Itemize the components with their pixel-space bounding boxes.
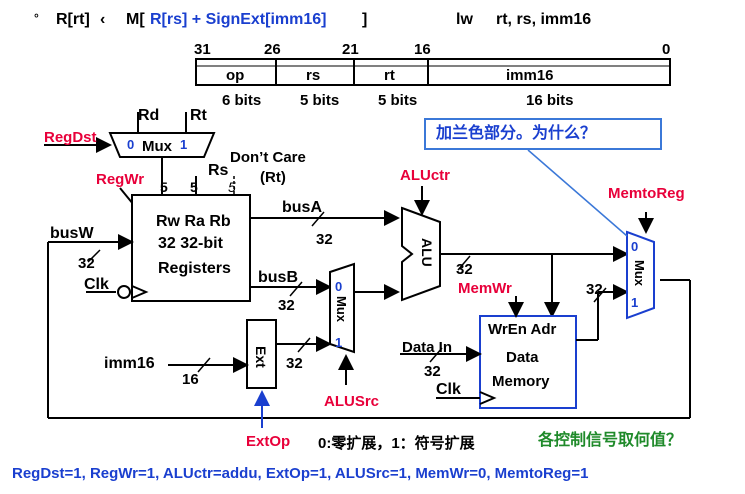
datamem-ports: WrEn Adr	[488, 321, 557, 338]
instruction-name: lw	[456, 11, 473, 28]
imm16-label: imm16	[104, 355, 155, 372]
datamem-clk: Clk	[436, 381, 461, 398]
alusrc-mux-in0: 0	[335, 279, 343, 294]
assign-arrow: ‹	[100, 11, 106, 28]
question: 各控制信号取何值？	[538, 432, 683, 449]
bit-31: 31	[194, 41, 211, 58]
width-imm16: 16 bits	[526, 92, 574, 109]
data-in-label: Data In	[402, 339, 453, 356]
field-op: op	[226, 67, 245, 84]
mem-expr-address: R[rs] + SignExt[imm16]	[150, 11, 327, 28]
signal-extop: ExtOp	[246, 433, 291, 450]
width-5-rb: 5	[228, 179, 236, 195]
signal-regdst: RegDst	[44, 129, 97, 146]
busb-label: busB	[258, 269, 298, 286]
field-imm16: imm16	[506, 67, 554, 84]
answer-line: RegDst=1, RegWr=1, ALUctr=addu, ExtOp=1,…	[12, 465, 589, 482]
ext-label: Ext	[253, 346, 269, 368]
regfile-clk: Clk	[84, 276, 109, 293]
regdst-mux-label: Mux	[142, 138, 172, 155]
bit-16: 16	[414, 41, 431, 58]
bit-21: 21	[342, 41, 359, 58]
bit-26: 26	[264, 41, 281, 58]
mem-expr-pre: M[	[126, 11, 145, 28]
memtoreg-mux-in0: 0	[631, 239, 639, 254]
alusrc-mux-in1: 1	[335, 335, 343, 350]
ext-out-width: 32	[286, 355, 303, 372]
memtoreg-mux-label: Mux	[632, 260, 647, 286]
dont-care-label: Don’t Care	[230, 149, 306, 166]
signal-regwr: RegWr	[96, 171, 145, 188]
signal-aluctr: ALUctr	[400, 167, 451, 184]
rd-label: Rd	[138, 107, 160, 124]
memtoreg-mux-in1: 1	[631, 295, 639, 310]
dont-care-rt: (Rt)	[260, 169, 286, 186]
bit-0: 0	[662, 41, 671, 58]
busw-label: busW	[50, 225, 94, 242]
width-rt: 5 bits	[378, 92, 418, 109]
regdst-mux-in0: 0	[127, 137, 135, 152]
regfile-ports: Rw Ra Rb	[156, 213, 231, 230]
data-memory	[479, 315, 577, 409]
busa-width: 32	[316, 231, 333, 248]
datamem-line2: Data	[506, 349, 539, 366]
rt-expression: R[rt]	[56, 11, 90, 28]
busw-width: 32	[78, 255, 95, 272]
width-op: 6 bits	[222, 92, 262, 109]
alusrc-mux	[329, 262, 355, 354]
signal-memtoreg: MemtoReg	[608, 185, 685, 202]
bullet: °	[34, 11, 39, 25]
alu-label: ALU	[419, 238, 435, 267]
datamem-line3: Memory	[492, 373, 550, 390]
regfile-size: 32 32-bit	[158, 235, 223, 252]
instr-format-box	[195, 58, 671, 86]
alusrc-mux-label: Mux	[334, 296, 349, 322]
mem-out-width: 32	[586, 281, 603, 298]
callout-box: 加兰色部分。为什么？	[424, 118, 662, 150]
width-5-ra: 5	[190, 179, 198, 195]
width-5-rw: 5	[160, 179, 168, 195]
alu	[401, 206, 441, 302]
mem-expr-post: ]	[362, 11, 368, 28]
busa-label: busA	[282, 199, 322, 216]
ext-unit	[246, 319, 277, 389]
register-file	[131, 194, 251, 302]
signal-memwr: MemWr	[458, 280, 512, 297]
signal-alusrc: ALUSrc	[324, 393, 380, 410]
field-rt: rt	[384, 67, 395, 84]
regdst-mux	[108, 132, 216, 158]
instruction-args: rt, rs, imm16	[496, 11, 592, 28]
regfile-name: Registers	[158, 260, 231, 277]
busb-width: 32	[278, 297, 295, 314]
alu-out-width: 32	[456, 261, 473, 278]
ext-note: 0:零扩展，1：符号扩展	[318, 435, 475, 452]
width-rs: 5 bits	[300, 92, 340, 109]
imm16-width: 16	[182, 371, 199, 388]
field-rs: rs	[306, 67, 321, 84]
memtoreg-mux	[626, 230, 655, 320]
data-in-width: 32	[424, 363, 441, 380]
rt-label: Rt	[190, 107, 207, 124]
regdst-mux-in1: 1	[180, 137, 188, 152]
rs-label: Rs	[208, 162, 229, 179]
